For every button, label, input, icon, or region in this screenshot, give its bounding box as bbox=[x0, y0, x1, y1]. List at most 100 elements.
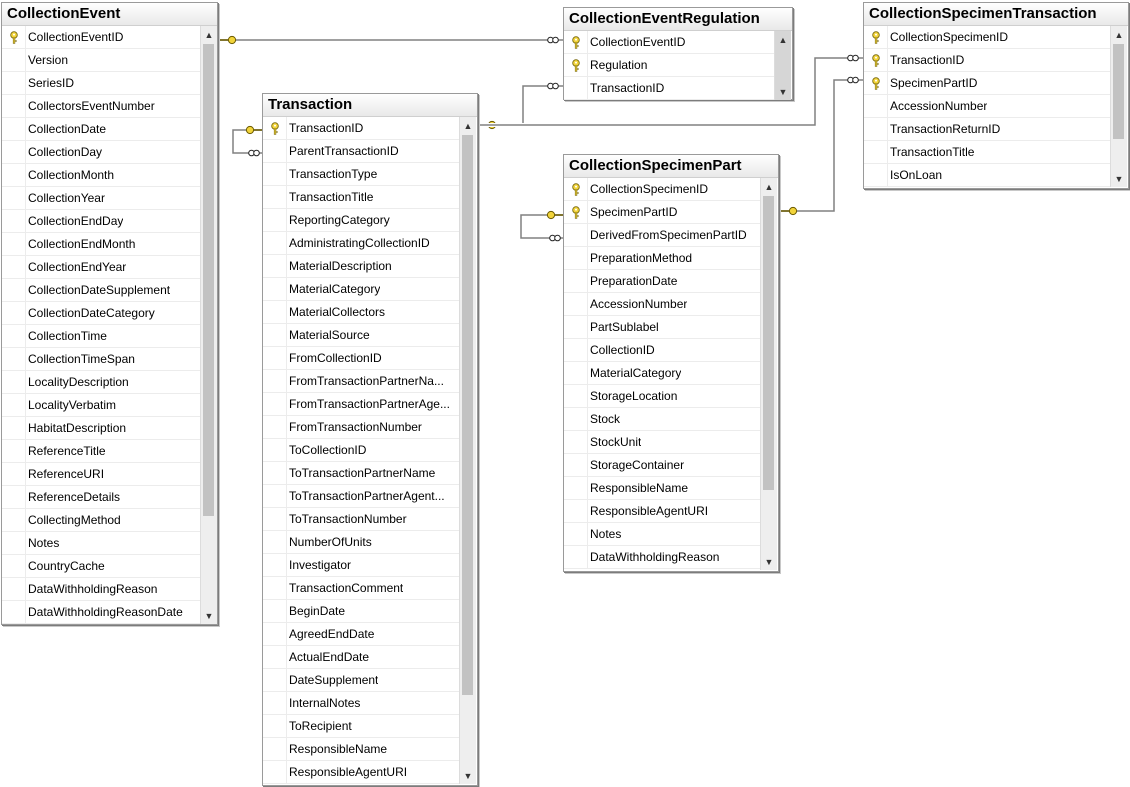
column-row[interactable]: AccessionNumber bbox=[864, 95, 1111, 118]
column-row[interactable]: DataWithholdingReason bbox=[564, 546, 761, 569]
vertical-scrollbar[interactable]: ▲▼ bbox=[774, 31, 791, 100]
column-row[interactable]: SpecimenPartID bbox=[864, 72, 1111, 95]
column-row[interactable]: CollectionDate bbox=[2, 118, 201, 141]
column-row[interactable]: MaterialCategory bbox=[263, 278, 460, 301]
column-row[interactable]: MaterialSource bbox=[263, 324, 460, 347]
column-row[interactable]: ActualEndDate bbox=[263, 646, 460, 669]
column-row[interactable]: StockUnit bbox=[564, 431, 761, 454]
column-row[interactable]: Regulation bbox=[564, 54, 775, 77]
column-row[interactable]: FromTransactionPartnerAge... bbox=[263, 393, 460, 416]
column-row[interactable]: FromTransactionPartnerNa... bbox=[263, 370, 460, 393]
column-row[interactable]: CollectionID bbox=[564, 339, 761, 362]
column-row[interactable]: CollectionMonth bbox=[2, 164, 201, 187]
column-row[interactable]: Notes bbox=[564, 523, 761, 546]
column-row[interactable]: SpecimenPartID bbox=[564, 201, 761, 224]
column-row[interactable]: DerivedFromSpecimenPartID bbox=[564, 224, 761, 247]
column-row[interactable]: MaterialCollectors bbox=[263, 301, 460, 324]
column-row[interactable]: ToRecipient bbox=[263, 715, 460, 738]
column-row[interactable]: AgreedEndDate bbox=[263, 623, 460, 646]
column-row[interactable]: ReferenceTitle bbox=[2, 440, 201, 463]
scroll-thumb[interactable] bbox=[203, 44, 214, 516]
table-collection-specimen-transaction[interactable]: CollectionSpecimenTransaction Collection… bbox=[863, 2, 1129, 189]
column-row[interactable]: DataWithholdingReason bbox=[2, 578, 201, 601]
column-row[interactable]: TransactionID bbox=[263, 117, 460, 140]
column-row[interactable]: ReferenceURI bbox=[2, 463, 201, 486]
scroll-up-arrow-icon[interactable]: ▲ bbox=[204, 29, 214, 40]
column-row[interactable]: CollectionTime bbox=[2, 325, 201, 348]
scroll-down-arrow-icon[interactable]: ▼ bbox=[204, 610, 214, 621]
column-row[interactable]: CollectionYear bbox=[2, 187, 201, 210]
scroll-down-arrow-icon[interactable]: ▼ bbox=[764, 556, 774, 567]
column-row[interactable]: CollectorsEventNumber bbox=[2, 95, 201, 118]
scroll-up-arrow-icon[interactable]: ▲ bbox=[463, 120, 473, 131]
table-collection-event-regulation[interactable]: CollectionEventRegulation CollectionEven… bbox=[563, 7, 793, 100]
column-row[interactable]: AdministratingCollectionID bbox=[263, 232, 460, 255]
column-row[interactable]: CollectionSpecimenID bbox=[564, 178, 761, 201]
column-row[interactable]: CollectionSpecimenID bbox=[864, 26, 1111, 49]
column-row[interactable]: TransactionID bbox=[864, 49, 1111, 72]
column-row[interactable]: NumberOfUnits bbox=[263, 531, 460, 554]
scroll-up-arrow-icon[interactable]: ▲ bbox=[1114, 29, 1124, 40]
column-row[interactable]: FromCollectionID bbox=[263, 347, 460, 370]
vertical-scrollbar[interactable]: ▲▼ bbox=[459, 117, 476, 784]
column-row[interactable]: CountryCache bbox=[2, 555, 201, 578]
column-row[interactable]: TransactionTitle bbox=[864, 141, 1111, 164]
column-row[interactable]: DateSupplement bbox=[263, 669, 460, 692]
column-row[interactable]: LocalityVerbatim bbox=[2, 394, 201, 417]
column-row[interactable]: CollectionDateSupplement bbox=[2, 279, 201, 302]
column-row[interactable]: ReportingCategory bbox=[263, 209, 460, 232]
column-row[interactable]: TransactionTitle bbox=[263, 186, 460, 209]
column-row[interactable]: ToCollectionID bbox=[263, 439, 460, 462]
column-row[interactable]: BeginDate bbox=[263, 600, 460, 623]
scroll-down-arrow-icon[interactable]: ▼ bbox=[1114, 173, 1124, 184]
vertical-scrollbar[interactable]: ▲▼ bbox=[1110, 26, 1127, 187]
column-row[interactable]: StorageContainer bbox=[564, 454, 761, 477]
column-row[interactable]: PartSublabel bbox=[564, 316, 761, 339]
column-row[interactable]: ResponsibleAgentURI bbox=[564, 500, 761, 523]
column-row[interactable]: ToTransactionNumber bbox=[263, 508, 460, 531]
column-row[interactable]: ReferenceDetails bbox=[2, 486, 201, 509]
column-row[interactable]: CollectionEndMonth bbox=[2, 233, 201, 256]
column-row[interactable]: MaterialCategory bbox=[564, 362, 761, 385]
column-row[interactable]: ResponsibleAgentURI bbox=[263, 761, 460, 784]
column-row[interactable]: InternalNotes bbox=[263, 692, 460, 715]
column-row[interactable]: ParentTransactionID bbox=[263, 140, 460, 163]
column-row[interactable]: Stock bbox=[564, 408, 761, 431]
column-row[interactable]: CollectionDateCategory bbox=[2, 302, 201, 325]
column-row[interactable]: DataWithholdingReasonDate bbox=[2, 601, 201, 624]
column-row[interactable]: CollectionEventID bbox=[564, 31, 775, 54]
column-row[interactable]: CollectionEndYear bbox=[2, 256, 201, 279]
column-row[interactable]: Notes bbox=[2, 532, 201, 555]
column-row[interactable]: ToTransactionPartnerAgent... bbox=[263, 485, 460, 508]
vertical-scrollbar[interactable]: ▲▼ bbox=[760, 178, 777, 570]
column-row[interactable]: LocalityDescription bbox=[2, 371, 201, 394]
column-row[interactable]: ResponsibleName bbox=[263, 738, 460, 761]
scroll-thumb[interactable] bbox=[763, 196, 774, 490]
column-row[interactable]: MaterialDescription bbox=[263, 255, 460, 278]
column-row[interactable]: TransactionID bbox=[564, 77, 775, 100]
table-collection-specimen-part[interactable]: CollectionSpecimenPart CollectionSpecime… bbox=[563, 154, 779, 572]
column-row[interactable]: ToTransactionPartnerName bbox=[263, 462, 460, 485]
column-row[interactable]: HabitatDescription bbox=[2, 417, 201, 440]
column-row[interactable]: IsOnLoan bbox=[864, 164, 1111, 187]
column-row[interactable]: ResponsibleName bbox=[564, 477, 761, 500]
column-row[interactable]: CollectingMethod bbox=[2, 509, 201, 532]
column-row[interactable]: Version bbox=[2, 49, 201, 72]
column-row[interactable]: Investigator bbox=[263, 554, 460, 577]
column-row[interactable]: PreparationDate bbox=[564, 270, 761, 293]
scroll-up-arrow-icon[interactable]: ▲ bbox=[764, 181, 774, 192]
scroll-down-arrow-icon[interactable]: ▼ bbox=[463, 770, 473, 781]
column-row[interactable]: PreparationMethod bbox=[564, 247, 761, 270]
column-row[interactable]: TransactionReturnID bbox=[864, 118, 1111, 141]
column-row[interactable]: AccessionNumber bbox=[564, 293, 761, 316]
column-row[interactable]: SeriesID bbox=[2, 72, 201, 95]
column-row[interactable]: CollectionDay bbox=[2, 141, 201, 164]
scroll-up-arrow-icon[interactable]: ▲ bbox=[778, 34, 788, 45]
scroll-thumb[interactable] bbox=[462, 135, 473, 695]
column-row[interactable]: CollectionTimeSpan bbox=[2, 348, 201, 371]
column-row[interactable]: StorageLocation bbox=[564, 385, 761, 408]
vertical-scrollbar[interactable]: ▲▼ bbox=[200, 26, 217, 624]
scroll-thumb[interactable] bbox=[1113, 44, 1124, 139]
